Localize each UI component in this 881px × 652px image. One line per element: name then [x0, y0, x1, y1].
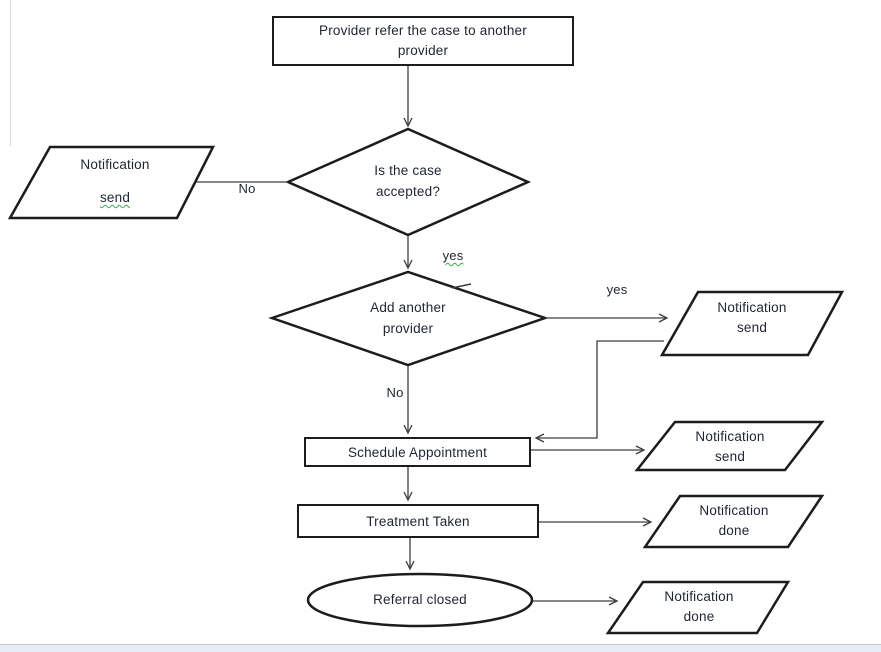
referral-closed-node	[306, 572, 534, 628]
schedule-appointment-node	[304, 437, 531, 467]
decision-add-provider-label: Add another provider	[370, 300, 446, 336]
window-bottom-strip	[0, 644, 881, 652]
treatment-taken-node	[297, 504, 539, 538]
page-margin-line	[10, 0, 11, 146]
stray-dash-mark	[451, 283, 472, 289]
notification-send-top-right-node	[659, 290, 845, 357]
notification-done-right-node	[642, 494, 825, 549]
schedule-appointment-label: Schedule Appointment	[347, 445, 488, 460]
decision-case-accepted-node	[284, 127, 532, 237]
notification-send-top-right-label: Notification send	[717, 300, 787, 335]
notification-send-middle-right-label: Notification send	[695, 429, 765, 464]
notification-send-left-node	[7, 145, 216, 220]
notification-done-bottom-label: Notification done	[664, 589, 734, 624]
referral-closed-label: Referral closed	[373, 592, 467, 607]
edge-label-no-case-rejected: No	[238, 181, 256, 196]
decision-case-accepted-label: Is the case accepted?	[374, 163, 442, 199]
notification-send-left-label-line2: send	[99, 190, 131, 205]
treatment-taken-label: Treatment Taken	[366, 514, 470, 529]
start-node-label: Provider refer the case to another provi…	[319, 23, 527, 58]
start-node	[272, 16, 574, 66]
notification-done-right-label: Notification done	[699, 503, 769, 538]
edge-label-no-add-provider: No	[386, 385, 404, 400]
connector-notification-to-schedule	[534, 340, 664, 443]
notification-done-bottom-node	[605, 580, 791, 635]
notification-send-middle-right-node	[634, 420, 825, 472]
notification-send-left-label-line1: Notification	[80, 157, 150, 172]
edge-label-yes-add-provider: yes	[606, 282, 628, 297]
edge-label-yes-case-accepted: yes	[442, 248, 464, 263]
